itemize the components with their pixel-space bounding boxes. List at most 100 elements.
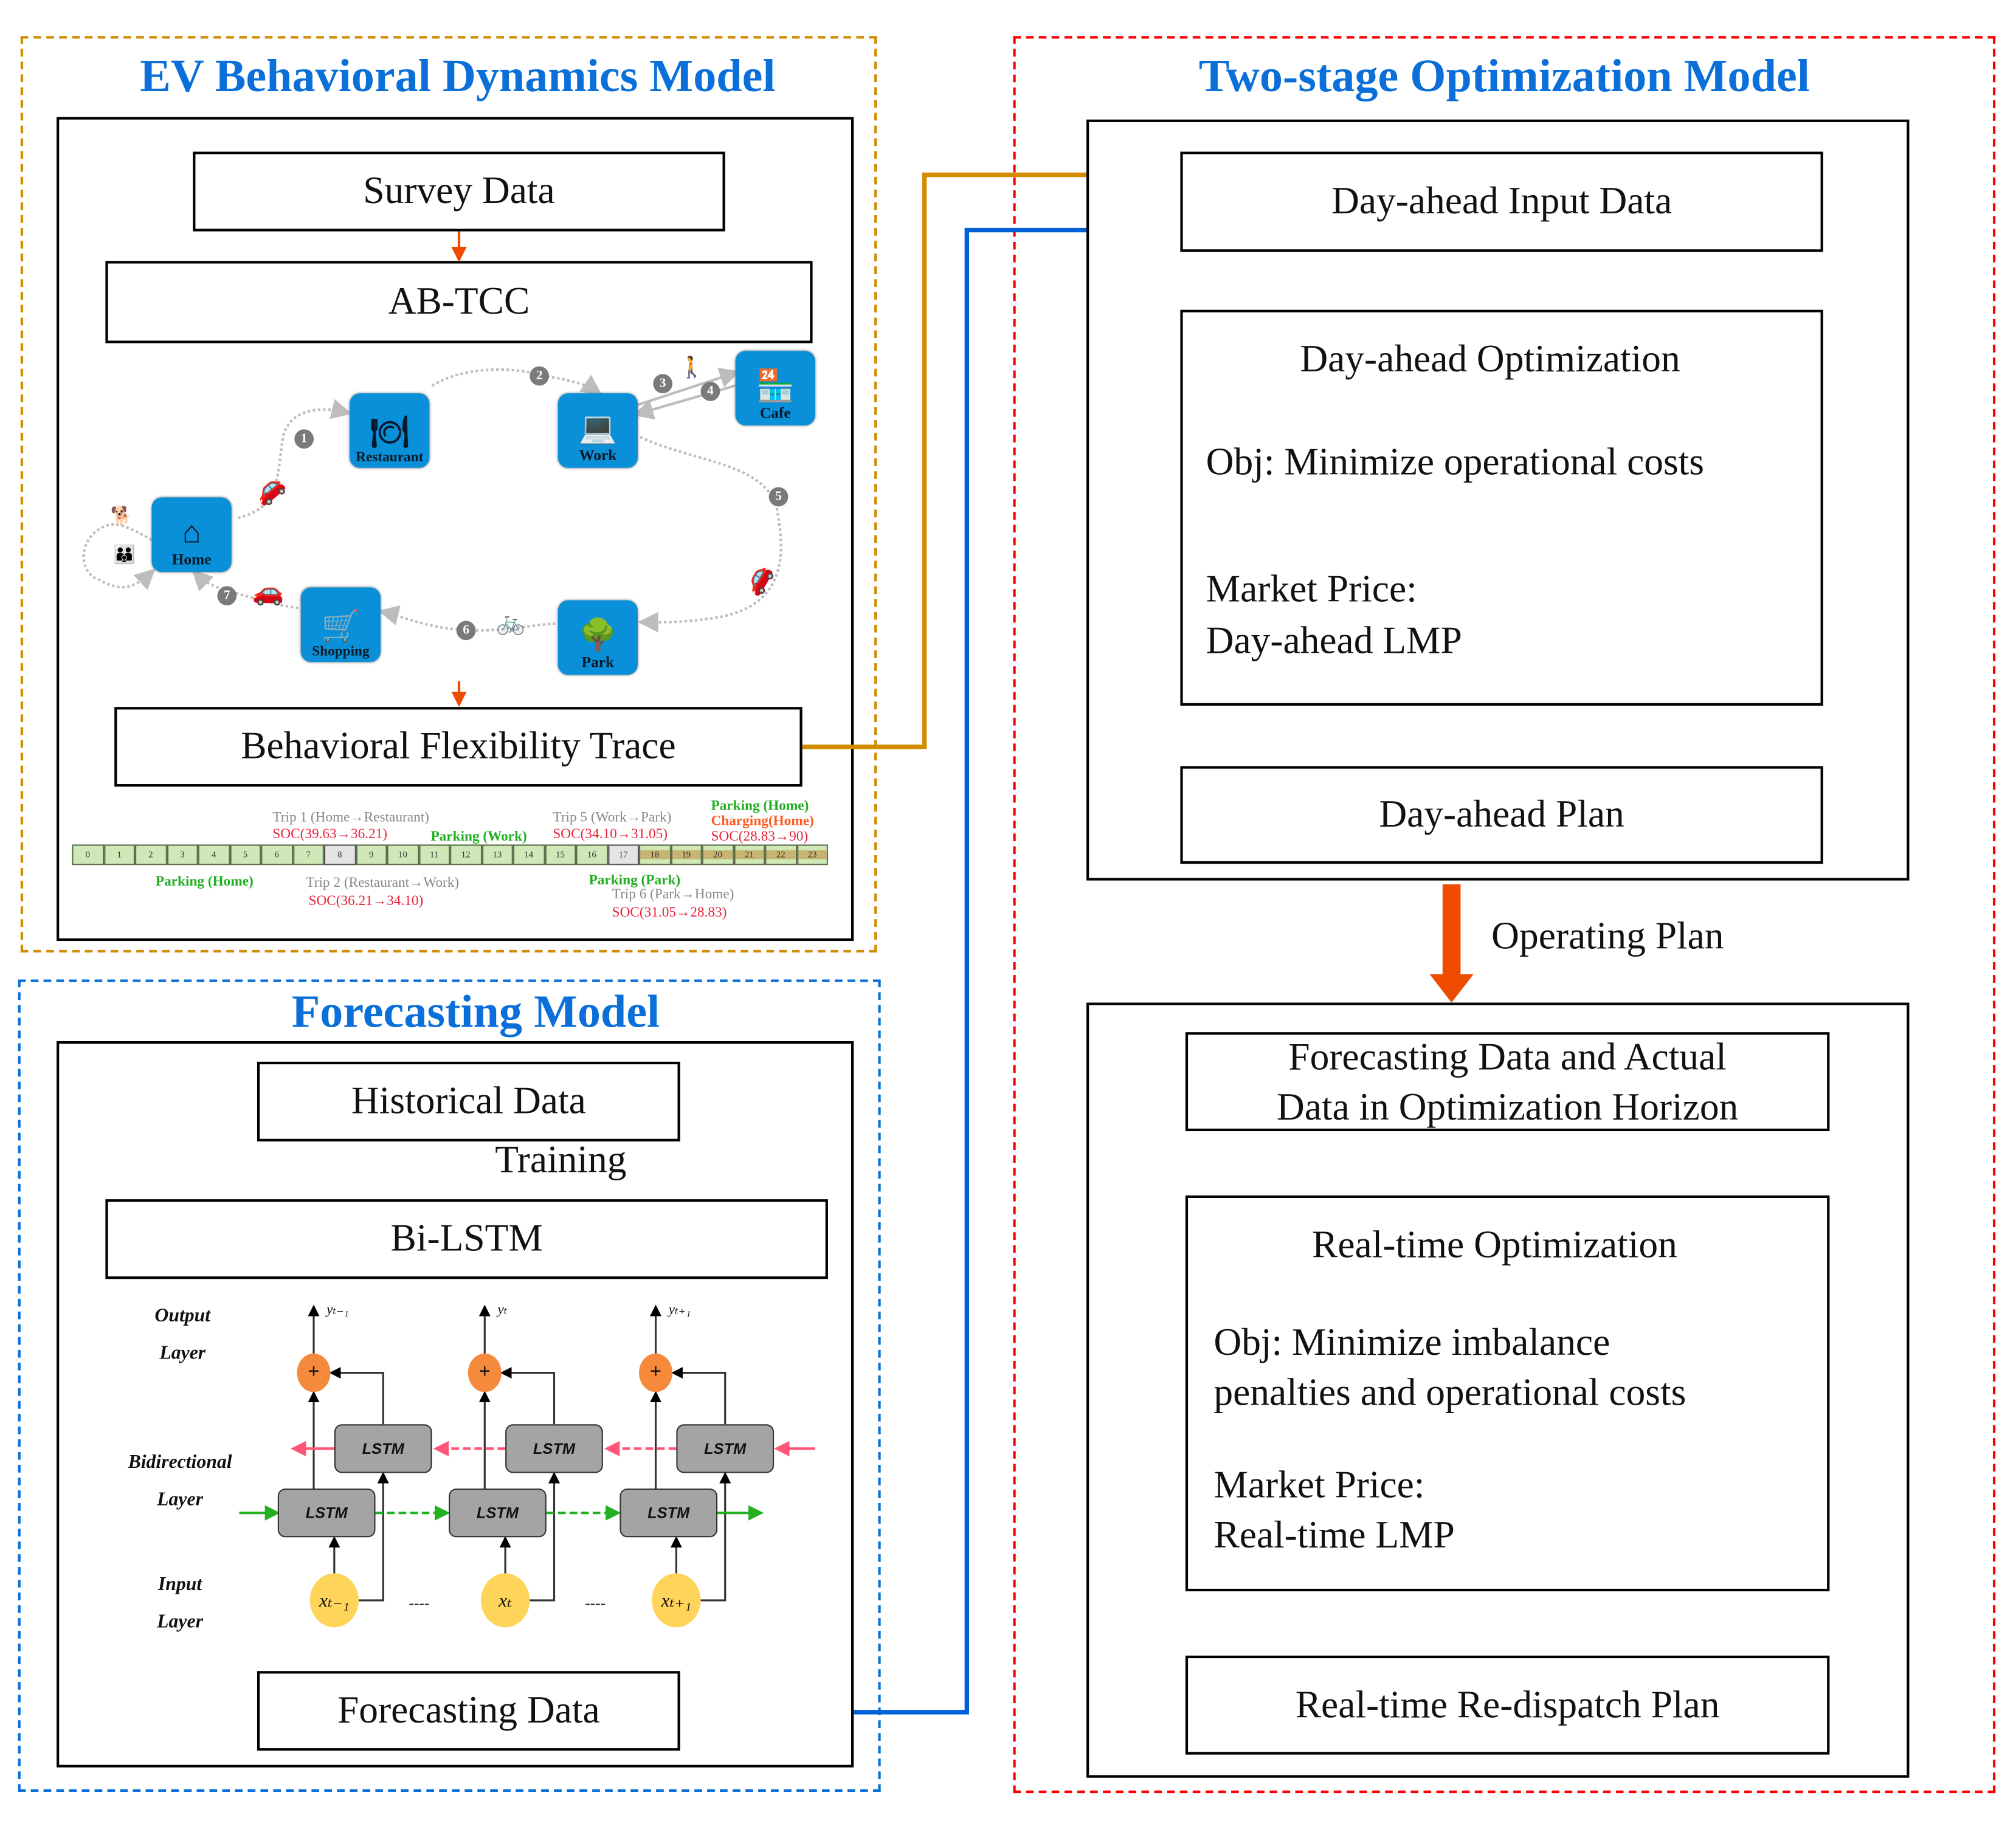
real-time-market-price-label: Market Price: bbox=[1213, 1463, 1425, 1506]
lstm-forward-cell: LSTM bbox=[449, 1488, 547, 1538]
timeline-trip6-soc: SOC(31.05→28.83) bbox=[612, 904, 727, 921]
timeline-hour-cell: 9 bbox=[355, 844, 387, 866]
trip-badge-1: 1 bbox=[294, 429, 314, 449]
bicycle-icon: 🚲 bbox=[496, 609, 525, 635]
timeline-charging-home: Charging(Home) bbox=[711, 813, 814, 830]
timeline-hour-cell: 17 bbox=[607, 844, 640, 866]
timeline-trip1: Trip 1 (Home→Restaurant) bbox=[272, 810, 429, 825]
trip-badge-7: 7 bbox=[217, 586, 237, 606]
timeline-hour-cell: 12 bbox=[450, 844, 482, 866]
forecast-model-panel bbox=[57, 1041, 854, 1768]
operating-plan-arrow-head bbox=[1429, 974, 1474, 1003]
timeline-hour-cell: 0 bbox=[72, 844, 104, 866]
timeline-trip5-soc: SOC(34.10→31.05) bbox=[553, 826, 668, 842]
trip-badge-5: 5 bbox=[768, 487, 789, 507]
historical-data-box: Historical Data bbox=[257, 1061, 680, 1141]
timeline-hour-cell: 10 bbox=[387, 844, 419, 866]
ab-tcc-box: AB-TCC bbox=[105, 261, 813, 343]
lstm-backward-cell: LSTM bbox=[676, 1424, 775, 1473]
timeline-trip2: Trip 2 (Restaurant→Work) bbox=[306, 875, 460, 891]
lstm-forward-cell: LSTM bbox=[277, 1488, 376, 1538]
timeline-hour-cell: 11 bbox=[418, 844, 450, 866]
backward-to-sum-arrow bbox=[329, 1367, 384, 1425]
tree-icon: 🌳 bbox=[578, 619, 617, 653]
path-work-park bbox=[637, 436, 782, 633]
timeline-hour-cell: 4 bbox=[198, 844, 230, 866]
path-home-loop bbox=[82, 523, 156, 590]
ev-model-frame bbox=[20, 36, 877, 953]
timeline-parking-home-top: Parking (Home) bbox=[711, 798, 809, 814]
input-to-backward-arrow bbox=[700, 1472, 731, 1602]
forecast-actual-box: Forecasting Data and Actual Data in Opti… bbox=[1185, 1032, 1830, 1132]
timeline-hour-cell: 14 bbox=[513, 844, 545, 866]
timeline-trip2-soc: SOC(36.21→34.10) bbox=[308, 893, 424, 909]
output-label: yₜ₋₁ bbox=[326, 1302, 349, 1318]
timeline-trip5: Trip 5 (Work→Park) bbox=[553, 810, 672, 825]
location-cafe: 🏪 Cafe bbox=[735, 351, 815, 425]
location-park: 🌳 Park bbox=[558, 600, 638, 675]
timeline-hour-cell: 6 bbox=[261, 844, 293, 866]
real-time-redispatch-plan-box: Real-time Re-dispatch Plan bbox=[1185, 1655, 1830, 1755]
bi-lstm-box: Bi-LSTM bbox=[105, 1199, 828, 1279]
backward-to-sum-arrow bbox=[500, 1367, 556, 1425]
behavioral-flexibility-trace-box: Behavioral Flexibility Trace bbox=[114, 707, 803, 787]
trip-badge-6: 6 bbox=[456, 621, 476, 641]
real-time-objective-line2: penalties and operational costs bbox=[1213, 1371, 1686, 1414]
dog-walker-icon: 🐕 bbox=[110, 508, 133, 528]
timeline-hour-cell: 16 bbox=[576, 844, 608, 866]
operating-plan-arrow-shaft bbox=[1442, 884, 1461, 977]
input-node: xₜ bbox=[480, 1573, 530, 1628]
backward-to-sum-arrow bbox=[671, 1367, 727, 1425]
desk-worker-icon: 💻 bbox=[578, 412, 617, 446]
output-label: yₜ₊₁ bbox=[668, 1302, 691, 1318]
trip-badge-2: 2 bbox=[530, 366, 550, 386]
timeline-hour-cell: 2 bbox=[135, 844, 167, 866]
sum-node: + bbox=[639, 1353, 673, 1392]
lstm-forward-cell: LSTM bbox=[620, 1488, 718, 1538]
path-home-restaurant bbox=[237, 399, 353, 520]
timeline-hour-cell: 23 bbox=[796, 844, 828, 866]
day-ahead-market-price-value: Day-ahead LMP bbox=[1206, 619, 1462, 662]
timeline-hour-cell: 1 bbox=[103, 844, 136, 866]
path-work-cafe bbox=[637, 368, 740, 407]
day-ahead-market-price-label: Market Price: bbox=[1206, 568, 1417, 611]
trip-badge-4: 4 bbox=[700, 382, 720, 401]
input-node: xₜ₊₁ bbox=[652, 1573, 701, 1628]
timeline-trip6: Trip 6 (Park→Home) bbox=[612, 887, 734, 903]
sum-node: + bbox=[468, 1353, 502, 1392]
connector-trace-to-dayahead-input bbox=[802, 164, 1182, 749]
family-icon: 👪 bbox=[113, 546, 136, 566]
input-node: xₜ₋₁ bbox=[309, 1573, 359, 1628]
lstm-backward-cell: LSTM bbox=[334, 1424, 432, 1473]
timeline-hour-cell: 5 bbox=[229, 844, 261, 866]
timeline-parking-park: Parking (Park) bbox=[589, 872, 681, 889]
walking-person-icon: 🚶 bbox=[678, 357, 705, 379]
timeline-hour-cell: 8 bbox=[323, 844, 356, 866]
forecasting-data-box: Forecasting Data bbox=[257, 1671, 680, 1751]
sum-node: + bbox=[297, 1353, 331, 1392]
location-home: ⌂ Home bbox=[151, 497, 232, 573]
ellipsis-text: ---- bbox=[409, 1594, 430, 1612]
real-time-market-price-value: Real-time LMP bbox=[1213, 1514, 1455, 1557]
location-work: 💻 Work bbox=[558, 393, 638, 468]
day-ahead-optimization-box: Day-ahead Optimization Obj: Minimize ope… bbox=[1180, 309, 1823, 706]
timeline-hour-cell: 7 bbox=[292, 844, 324, 866]
operating-plan-label: Operating Plan bbox=[1491, 915, 1724, 958]
shopping-cart-icon: 🛒 bbox=[321, 610, 361, 644]
forecast-model-frame bbox=[18, 979, 881, 1792]
timeline-hour-cell: 19 bbox=[670, 844, 702, 866]
car-icon: 🚗 bbox=[252, 578, 285, 607]
day-ahead-optimization-title: Day-ahead Optimization bbox=[1300, 338, 1680, 380]
timeline-charging-soc: SOC(28.83→90) bbox=[711, 829, 809, 845]
ev-model-title: EV Behavioral Dynamics Model bbox=[140, 50, 776, 102]
timeline-trip1-soc: SOC(39.63→36.21) bbox=[272, 826, 388, 842]
ellipsis-text: ---- bbox=[585, 1594, 606, 1612]
day-ahead-input-box: Day-ahead Input Data bbox=[1180, 151, 1823, 252]
day-ahead-plan-box: Day-ahead Plan bbox=[1180, 766, 1823, 864]
survey-data-box: Survey Data bbox=[193, 151, 725, 232]
input-to-backward-arrow bbox=[359, 1472, 389, 1602]
timeline-hour-cell: 22 bbox=[765, 844, 797, 866]
